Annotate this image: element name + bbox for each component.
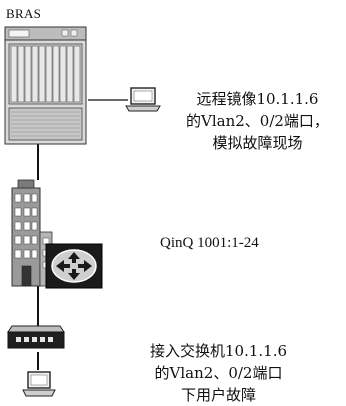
bras-label: BRAS [6,6,42,21]
access-note-line: 接入交换机10.1.1.6 [150,342,288,360]
bras-router-icon [4,26,87,145]
mirror-note: 远程镜像10.1.1.6 的Vlan2、0/2端口， 模拟故障现场 [186,88,329,154]
mirror-note-line: 的Vlan2、0/2端口， [186,112,329,130]
access-note-line: 的Vlan2、0/2端口 [154,364,283,382]
access-note: 接入交换机10.1.1.6 的Vlan2、0/2端口 下用户故障 [150,340,287,406]
user-laptop-icon [22,371,56,397]
qinq-router-icon [45,243,103,289]
mirror-note-line: 模拟故障现场 [212,134,303,152]
mirror-laptop-icon [125,87,161,112]
qinq-note: QinQ 1001:1-24 [160,235,259,251]
access-note-line: 下用户故障 [181,386,257,404]
mirror-note-line: 远程镜像10.1.1.6 [196,90,319,108]
access-switch-icon [7,325,65,349]
